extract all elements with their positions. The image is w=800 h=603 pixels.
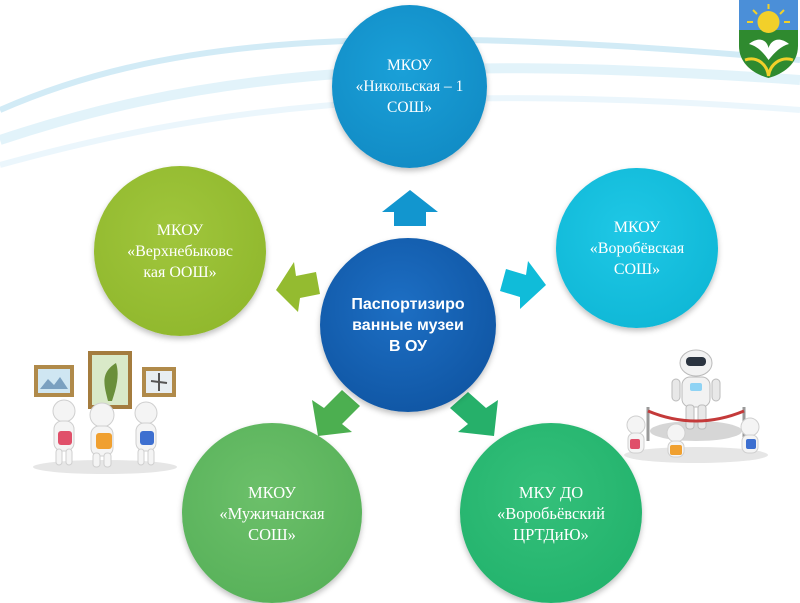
node-center: Паспортизиро ванные музеи В ОУ — [320, 238, 496, 412]
node-bottom-left-label: МКОУ «Мужичанская СОШ» — [219, 482, 325, 544]
node-right-label: МКОУ «Воробёвская СОШ» — [589, 218, 685, 278]
arrow-left — [276, 262, 320, 312]
robot-exhibit-illustration — [624, 349, 768, 463]
node-bottom-right: МКУ ДО «Воробьёвский ЦРТДиЮ» — [460, 423, 642, 603]
node-left: МКОУ «Верхнебыковс кая ООШ» — [94, 166, 266, 336]
node-center-label: Паспортизиро ванные музеи В ОУ — [351, 295, 465, 355]
arrow-down-left — [312, 390, 360, 436]
node-bottom-left: МКОУ «Мужичанская СОШ» — [182, 423, 362, 603]
arrow-right — [500, 261, 546, 309]
node-left-label: МКОУ «Верхнебыковс кая ООШ» — [127, 221, 233, 281]
arrow-up — [382, 190, 438, 226]
node-top-label: МКОУ «Никольская – 1 СОШ» — [355, 57, 464, 116]
node-right: МКОУ «Воробёвская СОШ» — [556, 168, 718, 328]
node-top: МКОУ «Никольская – 1 СОШ» — [332, 5, 487, 168]
node-bottom-right-label: МКУ ДО «Воробьёвский ЦРТДиЮ» — [497, 482, 605, 544]
arrow-down-right — [450, 392, 498, 436]
coat-of-arms-icon — [739, 0, 798, 78]
museum-visitors-illustration — [33, 351, 177, 474]
